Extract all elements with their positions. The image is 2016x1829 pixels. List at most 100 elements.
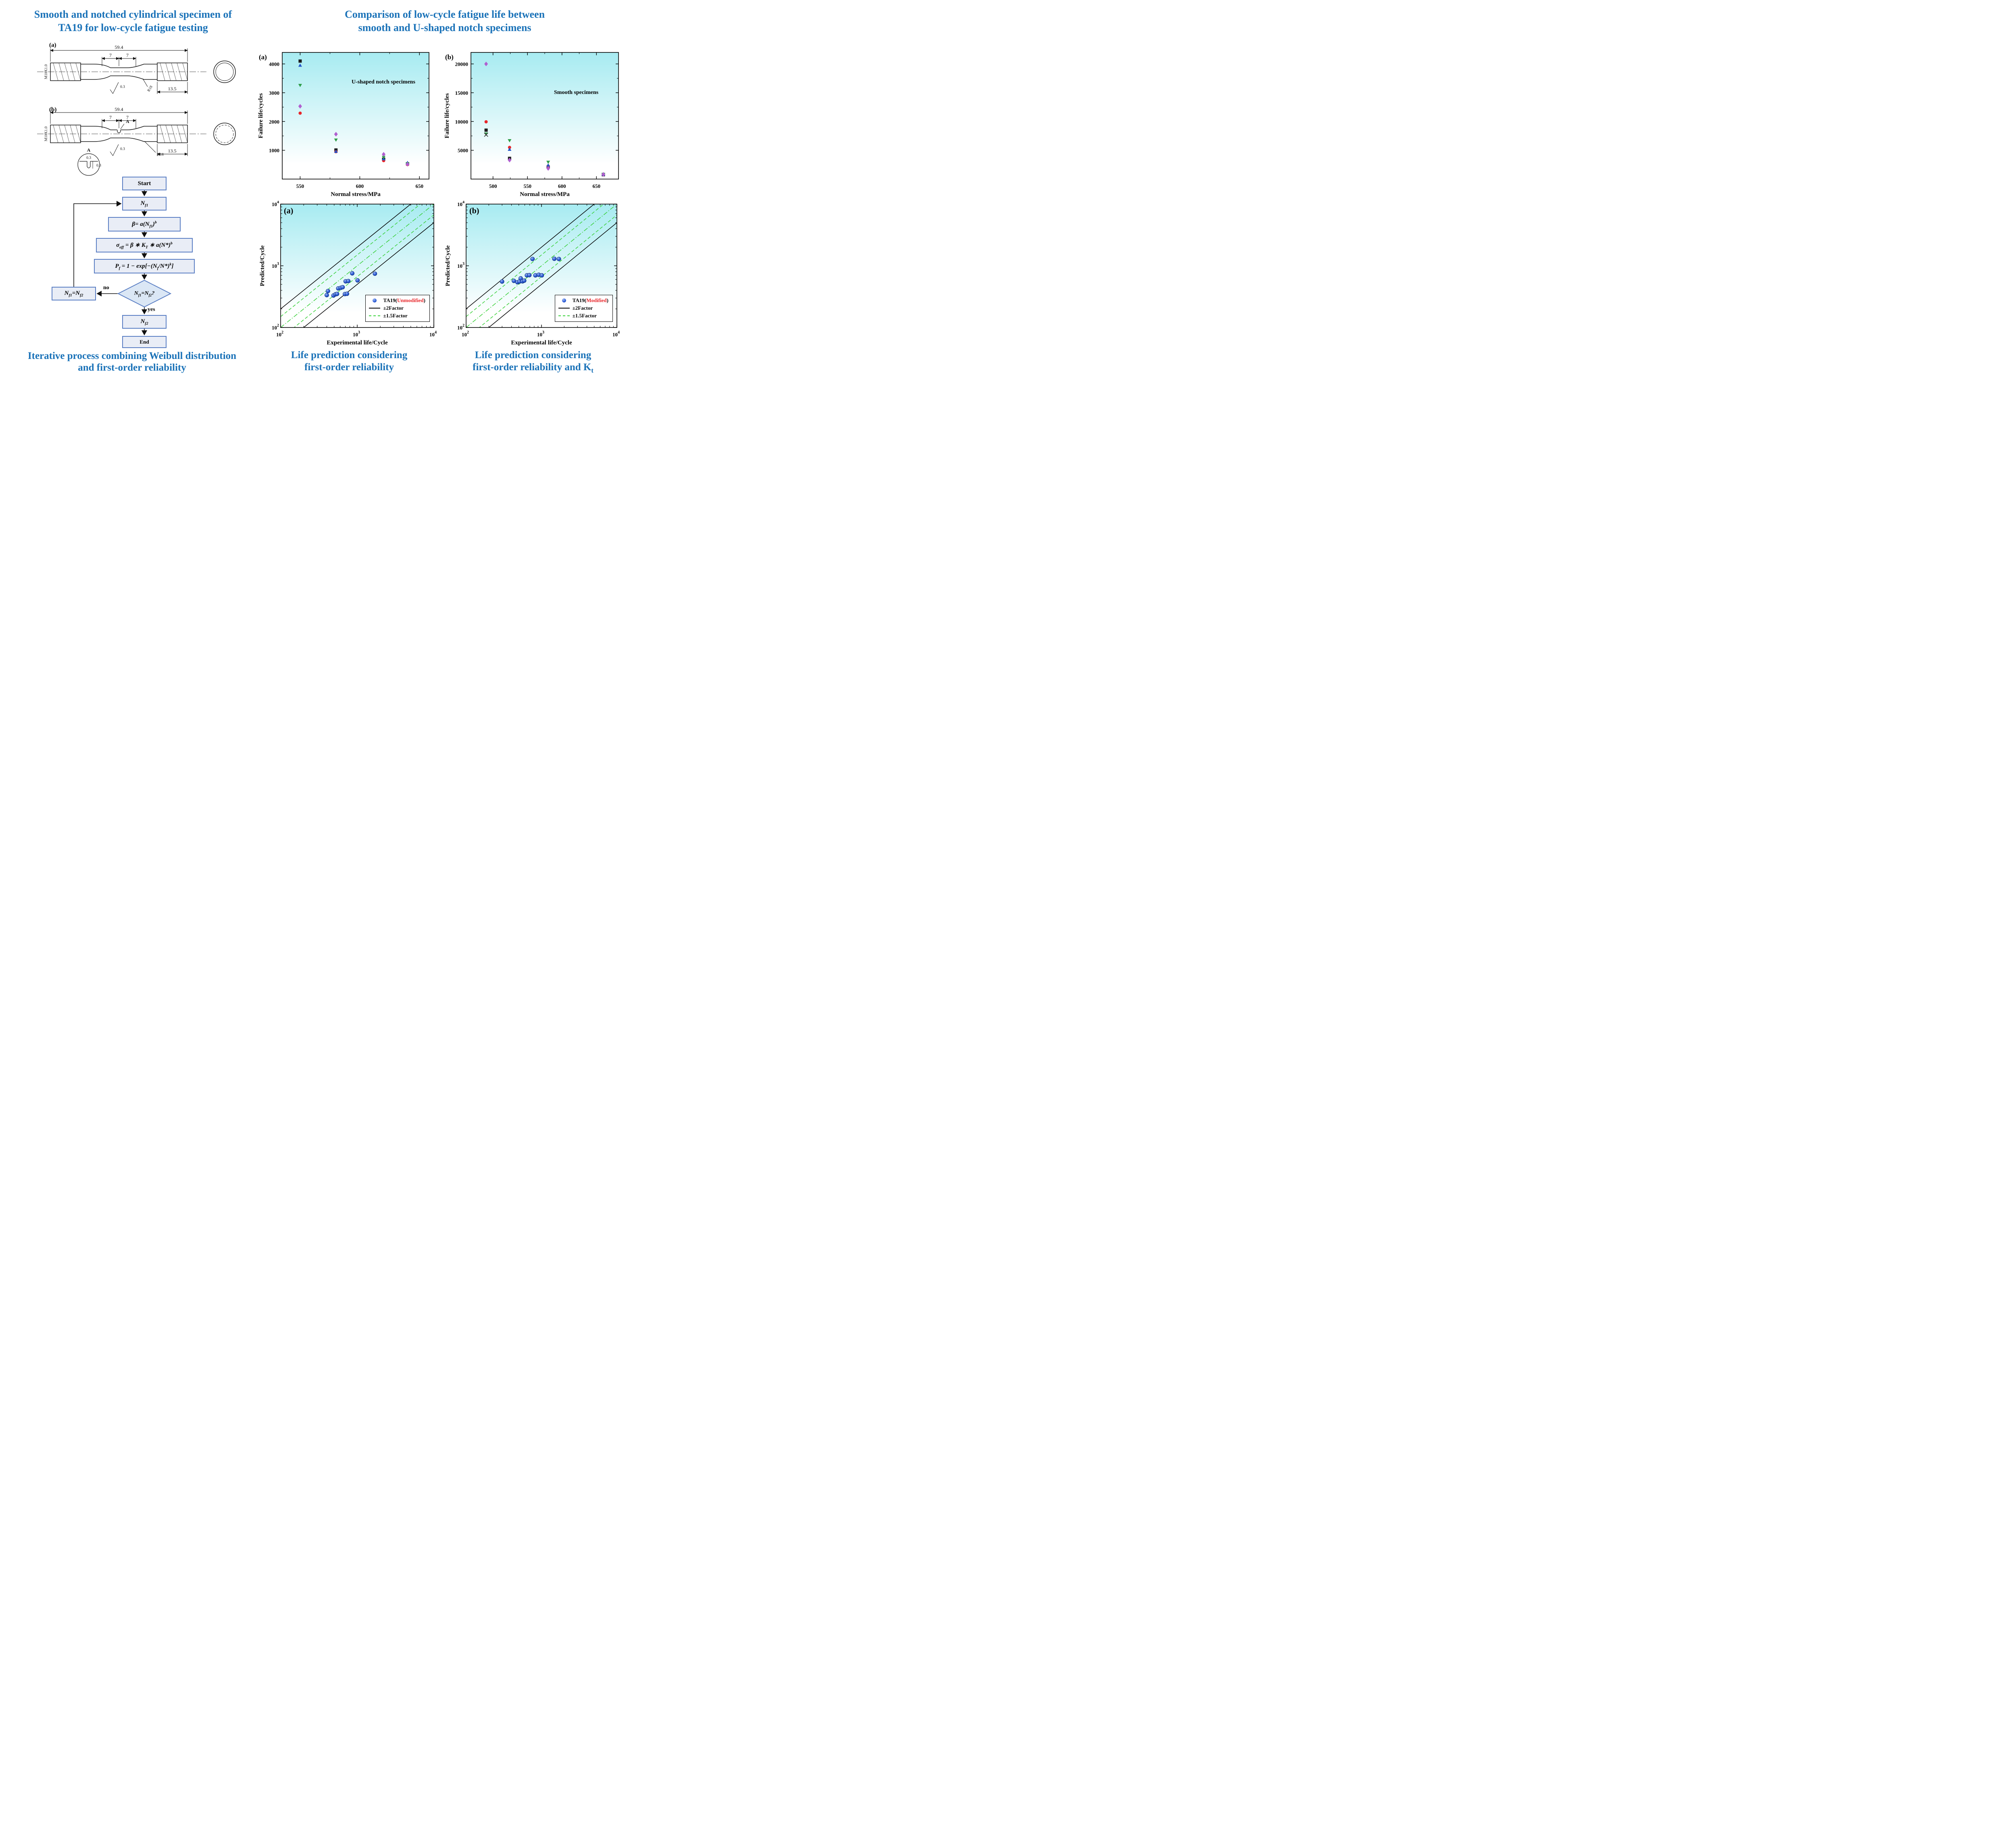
flowchart-start: Start: [122, 177, 167, 190]
svg-text:1000: 1000: [269, 148, 279, 154]
svg-text:5000: 5000: [458, 148, 468, 154]
flowchart-decision: Nf1=Nf2?: [118, 288, 171, 300]
notch-width-dim: 0.3: [86, 156, 91, 160]
flowchart-beta-formula: β= a(Nf1)b: [108, 217, 181, 231]
chart-legend: TA19(Modified) ±2Factor ±1.5Factor: [554, 295, 613, 322]
svg-text:103: 103: [537, 330, 544, 338]
legend-series-row: TA19(Unmodified): [369, 297, 425, 304]
specimen-outline: [50, 63, 188, 81]
fillet-radius-label: R18: [157, 153, 164, 157]
x-axis-title: Normal stress/MPa: [520, 191, 570, 198]
svg-text:4000: 4000: [269, 61, 279, 67]
dashed-line-sample: [558, 315, 570, 316]
caption-kt-text: first-order reliability and Kt: [473, 361, 594, 374]
panel-a-label: (a): [49, 42, 56, 48]
plot-background: [282, 52, 429, 179]
dimension-lines: [50, 48, 188, 94]
notch-annotation: U-shaped notch specimens: [352, 79, 415, 85]
specimen-a-svg: (a): [37, 42, 236, 94]
svg-text:102: 102: [276, 330, 283, 338]
flow-arrows: [73, 190, 148, 336]
data-points: [324, 271, 377, 298]
decision-diamond: [117, 279, 172, 308]
svg-text:3000: 3000: [269, 90, 279, 96]
dim-grip-length: 13.5: [168, 86, 177, 92]
decision-text: Nf1=Nf2?: [134, 290, 155, 297]
title-line: Comparison of low-cycle fatigue life bet…: [344, 8, 545, 20]
thread-spec: M10X1.0: [44, 126, 48, 141]
solid-line-sample: [369, 308, 381, 309]
dim-gauge-right: 7: [126, 52, 129, 58]
graphical-abstract: Smooth and notched cylindrical specimen …: [0, 0, 623, 374]
flowchart-connectors: [73, 190, 172, 336]
title-line: TA19 for low-cycle fatigue testing: [58, 21, 208, 33]
svg-text:10000: 10000: [455, 119, 469, 125]
svg-text:550: 550: [296, 183, 304, 189]
detail-title-a: A: [87, 147, 91, 153]
svg-text:2000: 2000: [269, 119, 279, 125]
legend-factor2-row: ±2Factor: [558, 305, 608, 311]
thread-hatch: [53, 125, 188, 143]
panel-label-a: (a): [259, 53, 267, 61]
caption-line: first-order reliability: [304, 361, 394, 373]
svg-text:103: 103: [272, 262, 279, 269]
svg-text:102: 102: [457, 323, 464, 331]
y-axis-title: Failure life/cycles: [444, 93, 450, 138]
dim-total-length: 59.4: [115, 44, 123, 50]
dim-total-length: 59.4: [115, 106, 123, 112]
legend-factor15-row: ±1.5Factor: [369, 313, 425, 319]
flowchart-pf-formula: Pf = 1 − exp[−(Nf/N*)k]: [94, 259, 195, 273]
u-notch: [117, 130, 121, 133]
caption-line: Iterative process combining Weibull dist…: [27, 350, 237, 361]
svg-text:104: 104: [612, 330, 620, 338]
notch-detail-view: A 0.3 0.3: [77, 147, 101, 176]
y-axis-title: Predicted/Cycle: [445, 245, 451, 286]
legend-factor15-row: ±1.5Factor: [558, 313, 608, 319]
dim-gauge-left: 7: [109, 115, 112, 120]
flowchart-nf1-label: Nf1: [140, 200, 148, 208]
flowchart-end-label: End: [140, 339, 149, 345]
chart-legend: TA19(Unmodified) ±2Factor ±1.5Factor: [365, 295, 430, 322]
legend-colored: Unmodified: [397, 297, 424, 303]
flowchart-caption: Iterative process combining Weibull dist…: [0, 350, 264, 373]
x-axis-title: Experimental life/Cycle: [511, 340, 572, 346]
svg-text:104: 104: [272, 201, 279, 207]
svg-text:103: 103: [457, 262, 464, 269]
no-branch-label: no: [103, 285, 109, 291]
right-panel-title: Comparison of low-cycle fatigue life bet…: [274, 8, 615, 34]
smooth-annotation: Smooth specimens: [554, 90, 599, 96]
svg-text:102: 102: [272, 323, 279, 331]
caption-life-prediction-a: Life prediction considering first-order …: [258, 349, 440, 373]
dim-gauge-right: 7: [126, 115, 129, 120]
end-view: [213, 123, 236, 145]
pf-formula-text: Pf = 1 − exp[−(Nf/N*)k]: [115, 262, 174, 271]
title-line: Smooth and notched cylindrical specimen …: [34, 8, 232, 20]
svg-text:500: 500: [489, 183, 497, 189]
surface-roughness: 0.3: [120, 147, 125, 151]
plot-background: [471, 52, 619, 179]
factor-reference-lines: [281, 204, 434, 327]
legend-factor2-label: ±2Factor: [572, 305, 593, 311]
legend-factor15-label: ±1.5Factor: [572, 313, 597, 319]
end-view: [213, 60, 236, 83]
data-points: [500, 257, 561, 285]
legend-factor2-label: ±2Factor: [383, 305, 404, 311]
solid-line-sample: [558, 308, 570, 309]
thread-spec: M10X1.0: [44, 64, 48, 79]
legend-series-row: TA19(Modified): [558, 297, 608, 304]
fillet-radius-label: R18: [147, 85, 154, 93]
notch-gap: [117, 129, 121, 131]
legend-suffix: ): [606, 297, 608, 303]
caption-line: and first-order reliability: [78, 362, 186, 373]
caption-line: Life prediction considering: [291, 350, 408, 361]
notch-depth-dim: 0.3: [96, 164, 101, 168]
